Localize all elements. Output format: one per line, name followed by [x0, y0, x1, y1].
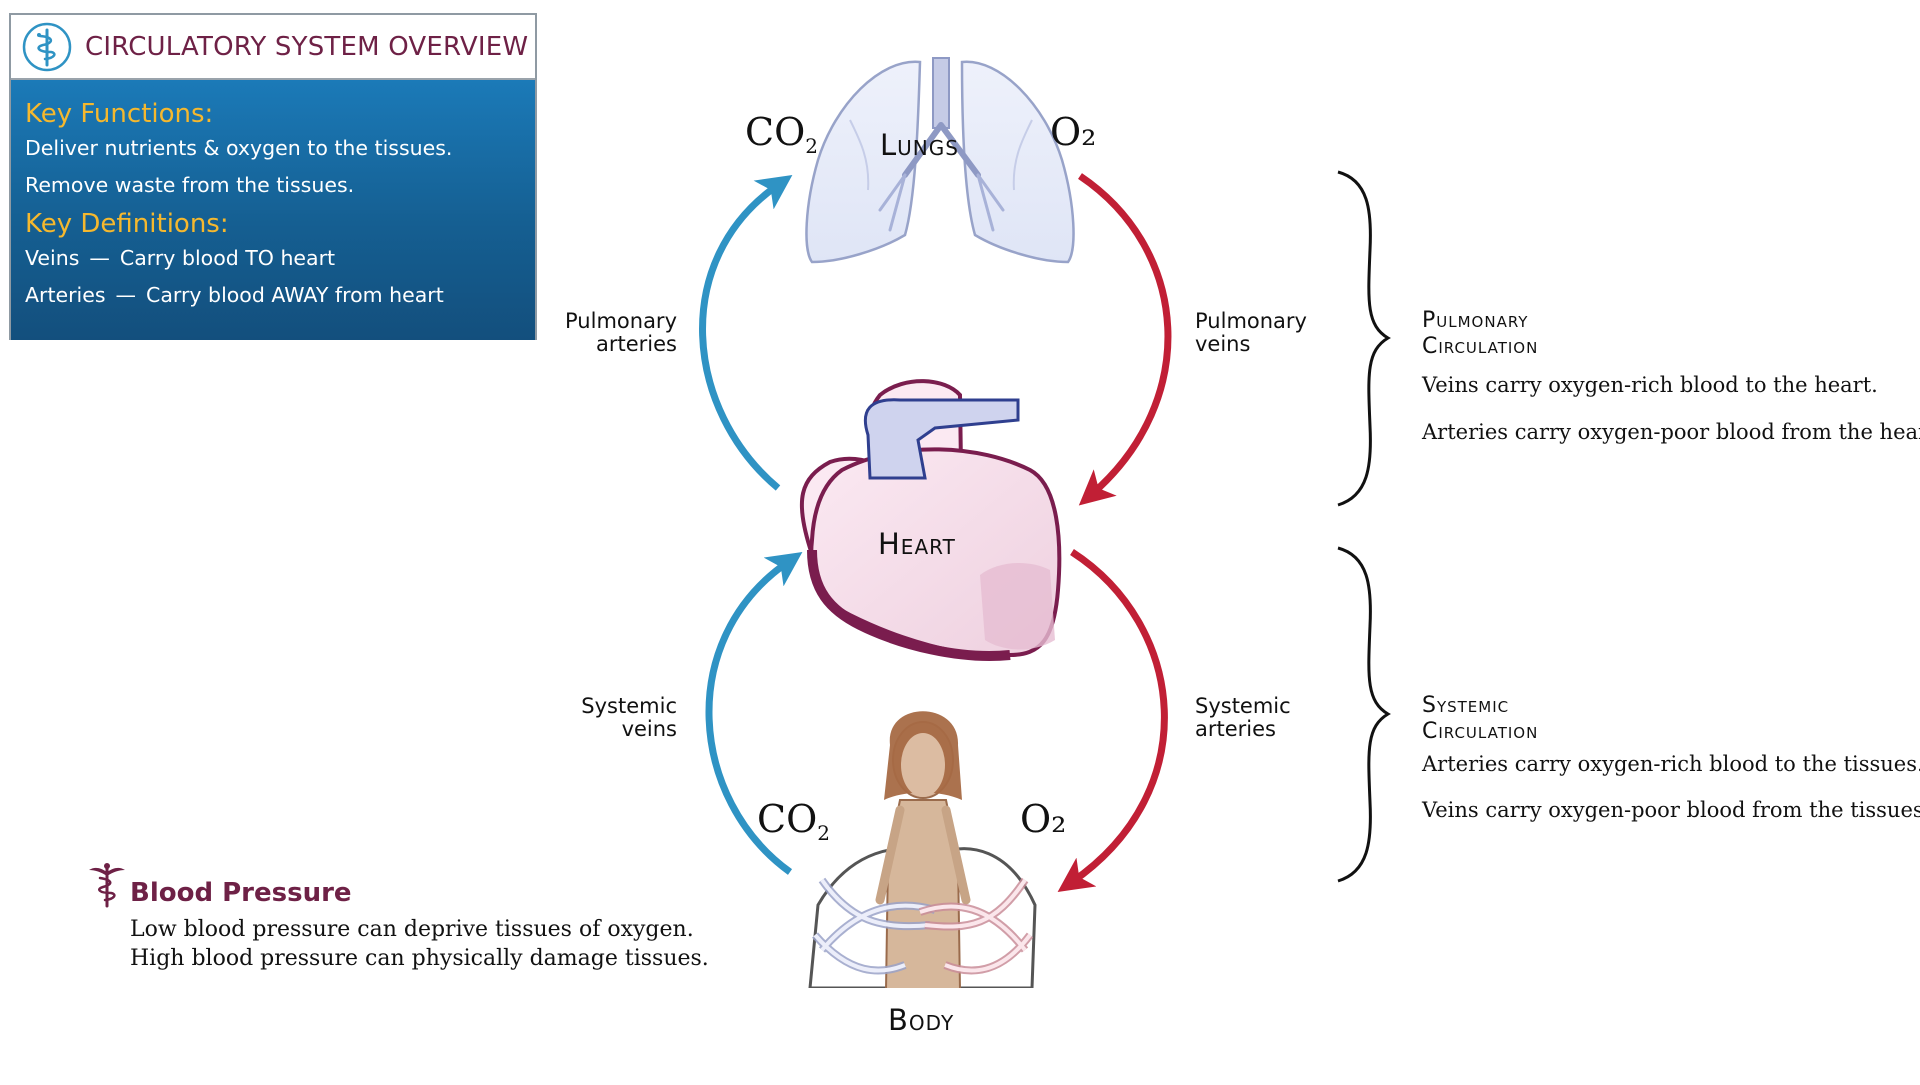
label-line: veins: [621, 717, 677, 741]
label-line: arteries: [1195, 717, 1276, 741]
pulmonary-arteries-arrow: [699, 175, 793, 491]
co2-main: CO: [745, 110, 806, 154]
co2-label-top: CO2: [745, 110, 818, 158]
o2-label-top: O₂: [1050, 110, 1097, 154]
systemic-veins-arrow: [705, 552, 803, 875]
key-definitions-heading: Key Definitions:: [25, 209, 229, 239]
title-line: Pulmonary: [1422, 308, 1529, 333]
rod-of-asclepius-icon: [22, 22, 72, 71]
definition-text: Carry blood AWAY from heart: [146, 283, 444, 307]
title-line: Circulation: [1422, 719, 1539, 744]
label-line: Pulmonary: [1195, 309, 1307, 333]
definition-text: Carry blood TO heart: [119, 246, 336, 270]
blood-pressure-title: Blood Pressure: [130, 878, 352, 908]
lungs-illustration: [805, 57, 1075, 264]
caduceus-icon: [89, 863, 125, 908]
blood-pressure-line: High blood pressure can physically damag…: [130, 946, 709, 971]
function-item: Deliver nutrients & oxygen to the tissue…: [25, 136, 453, 160]
lungs-label-text: Lungs: [880, 128, 959, 162]
body-illustration: [800, 711, 1040, 996]
body-label-text: Body: [888, 1003, 955, 1037]
info-box-title: CIRCULATORY SYSTEM OVERVIEW: [85, 31, 529, 62]
pulmonary-veins-label: Pulmonary veins: [1195, 310, 1307, 356]
co2-subscript: 2: [817, 821, 830, 845]
title-line: Circulation: [1422, 334, 1539, 359]
info-box-body: Key Functions: Deliver nutrients & oxyge…: [11, 80, 535, 340]
systemic-brace: [1337, 546, 1391, 883]
systemic-circulation-title: Systemic Circulation: [1422, 693, 1538, 745]
pulmonary-brace: [1337, 170, 1391, 507]
body-label: Body: [888, 1003, 954, 1037]
systemic-arteries-arrow: [1057, 549, 1168, 892]
label-line: Systemic: [1195, 694, 1291, 718]
heart-illustration: [799, 379, 1062, 661]
label-line: arteries: [596, 332, 677, 356]
heart-label-text: Heart: [878, 527, 956, 561]
info-title-bar: CIRCULATORY SYSTEM OVERVIEW: [11, 15, 535, 80]
lungs-label: Lungs: [880, 128, 959, 162]
systemic-veins-label: Systemic veins: [545, 695, 677, 741]
definition-dash: —: [115, 283, 137, 307]
pulmonary-circulation-line: Veins carry oxygen-rich blood to the hea…: [1422, 373, 1878, 397]
co2-main: CO: [757, 797, 818, 841]
pulmonary-circulation-title: Pulmonary Circulation: [1422, 308, 1538, 360]
definition-item: Arteries — Carry blood AWAY from heart: [25, 277, 535, 314]
pulmonary-circulation-line: Arteries carry oxygen-poor blood from th…: [1422, 420, 1920, 444]
function-item: Remove waste from the tissues.: [25, 173, 355, 197]
heart-label: Heart: [878, 527, 956, 561]
definition-dash: —: [89, 246, 110, 270]
pulmonary-veins-arrow: [1078, 173, 1172, 506]
definition-item: Veins — Carry blood TO heart: [25, 240, 535, 277]
title-line: Systemic: [1422, 693, 1510, 718]
label-line: veins: [1195, 332, 1251, 356]
systemic-circulation-line: Arteries carry oxygen-rich blood to the …: [1422, 752, 1920, 776]
overview-info-box: CIRCULATORY SYSTEM OVERVIEW Key Function…: [9, 13, 537, 340]
o2-label-bottom: O₂: [1020, 797, 1067, 841]
pulmonary-arteries-label: Pulmonary arteries: [545, 310, 677, 356]
definition-term: Veins: [25, 246, 80, 270]
blood-pressure-line: Low blood pressure can deprive tissues o…: [130, 917, 694, 942]
co2-subscript: 2: [805, 134, 818, 158]
systemic-circulation-line: Veins carry oxygen-poor blood from the t…: [1422, 798, 1920, 822]
systemic-arteries-label: Systemic arteries: [1195, 695, 1291, 741]
definition-term: Arteries: [25, 283, 106, 307]
label-line: Pulmonary: [565, 309, 677, 333]
key-functions-heading: Key Functions:: [25, 99, 214, 129]
label-line: Systemic: [581, 694, 677, 718]
co2-label-bottom: CO2: [757, 797, 830, 845]
